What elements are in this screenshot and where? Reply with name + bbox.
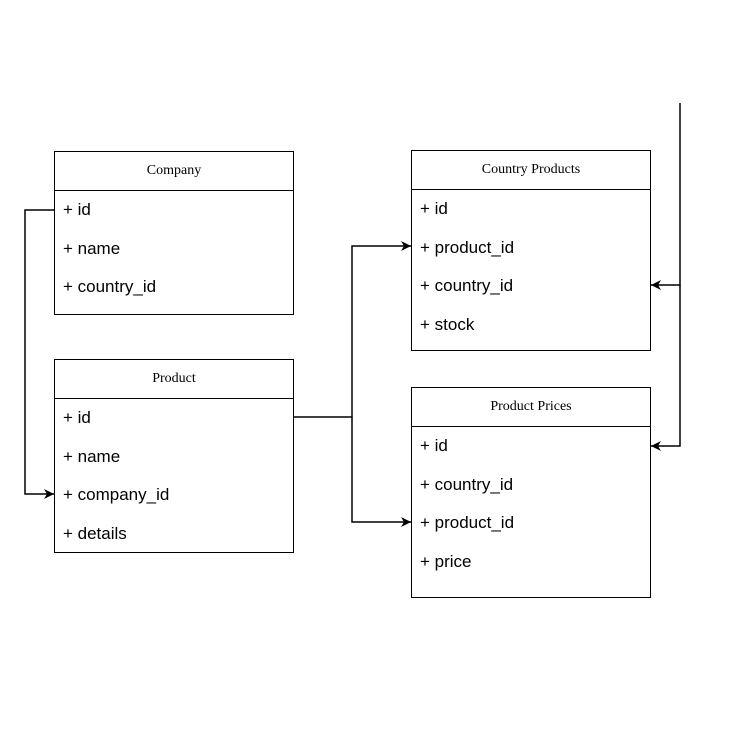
field-country-products-id: + id	[420, 199, 448, 218]
connector-product-to-country-products	[294, 241, 411, 418]
connector-external-to-country-products	[651, 103, 681, 290]
connector-product-to-product-prices	[351, 417, 411, 527]
connector-external-to-product-prices	[651, 285, 681, 451]
field-product-details: + details	[63, 523, 127, 543]
field-product-prices-product-id: + product_id	[420, 513, 515, 532]
entity-product-title: Product	[55, 360, 293, 399]
field-company-country-id: + country_id	[63, 277, 157, 296]
field-country-products-stock: + stock	[420, 314, 475, 334]
field-product-prices-country-id: + country_id	[420, 474, 514, 494]
field-product-company-id: + company_id	[63, 485, 170, 504]
entity-product-prices[interactable]: Product Prices + id + country_id + produ…	[411, 387, 651, 598]
connector-company-to-product	[24, 209, 54, 499]
field-product-prices-id: + id	[420, 436, 448, 455]
field-country-products-product-id: + product_id	[420, 237, 515, 257]
entity-product-prices-title: Product Prices	[412, 388, 650, 427]
entity-company[interactable]: Company + id + name + country_id	[54, 151, 294, 315]
field-country-products-country-id: + country_id	[420, 276, 514, 295]
entity-country-products[interactable]: Country Products + id + product_id + cou…	[411, 150, 651, 351]
field-company-id: + id	[63, 200, 91, 219]
field-product-name: + name	[63, 446, 121, 466]
field-company-name: + name	[63, 238, 121, 258]
entity-product[interactable]: Product + id + name + company_id + detai…	[54, 359, 294, 553]
entity-company-title: Company	[55, 152, 293, 191]
entity-country-products-title: Country Products	[412, 151, 650, 190]
field-product-prices-price: + price	[420, 551, 472, 571]
field-product-id: + id	[63, 408, 91, 427]
